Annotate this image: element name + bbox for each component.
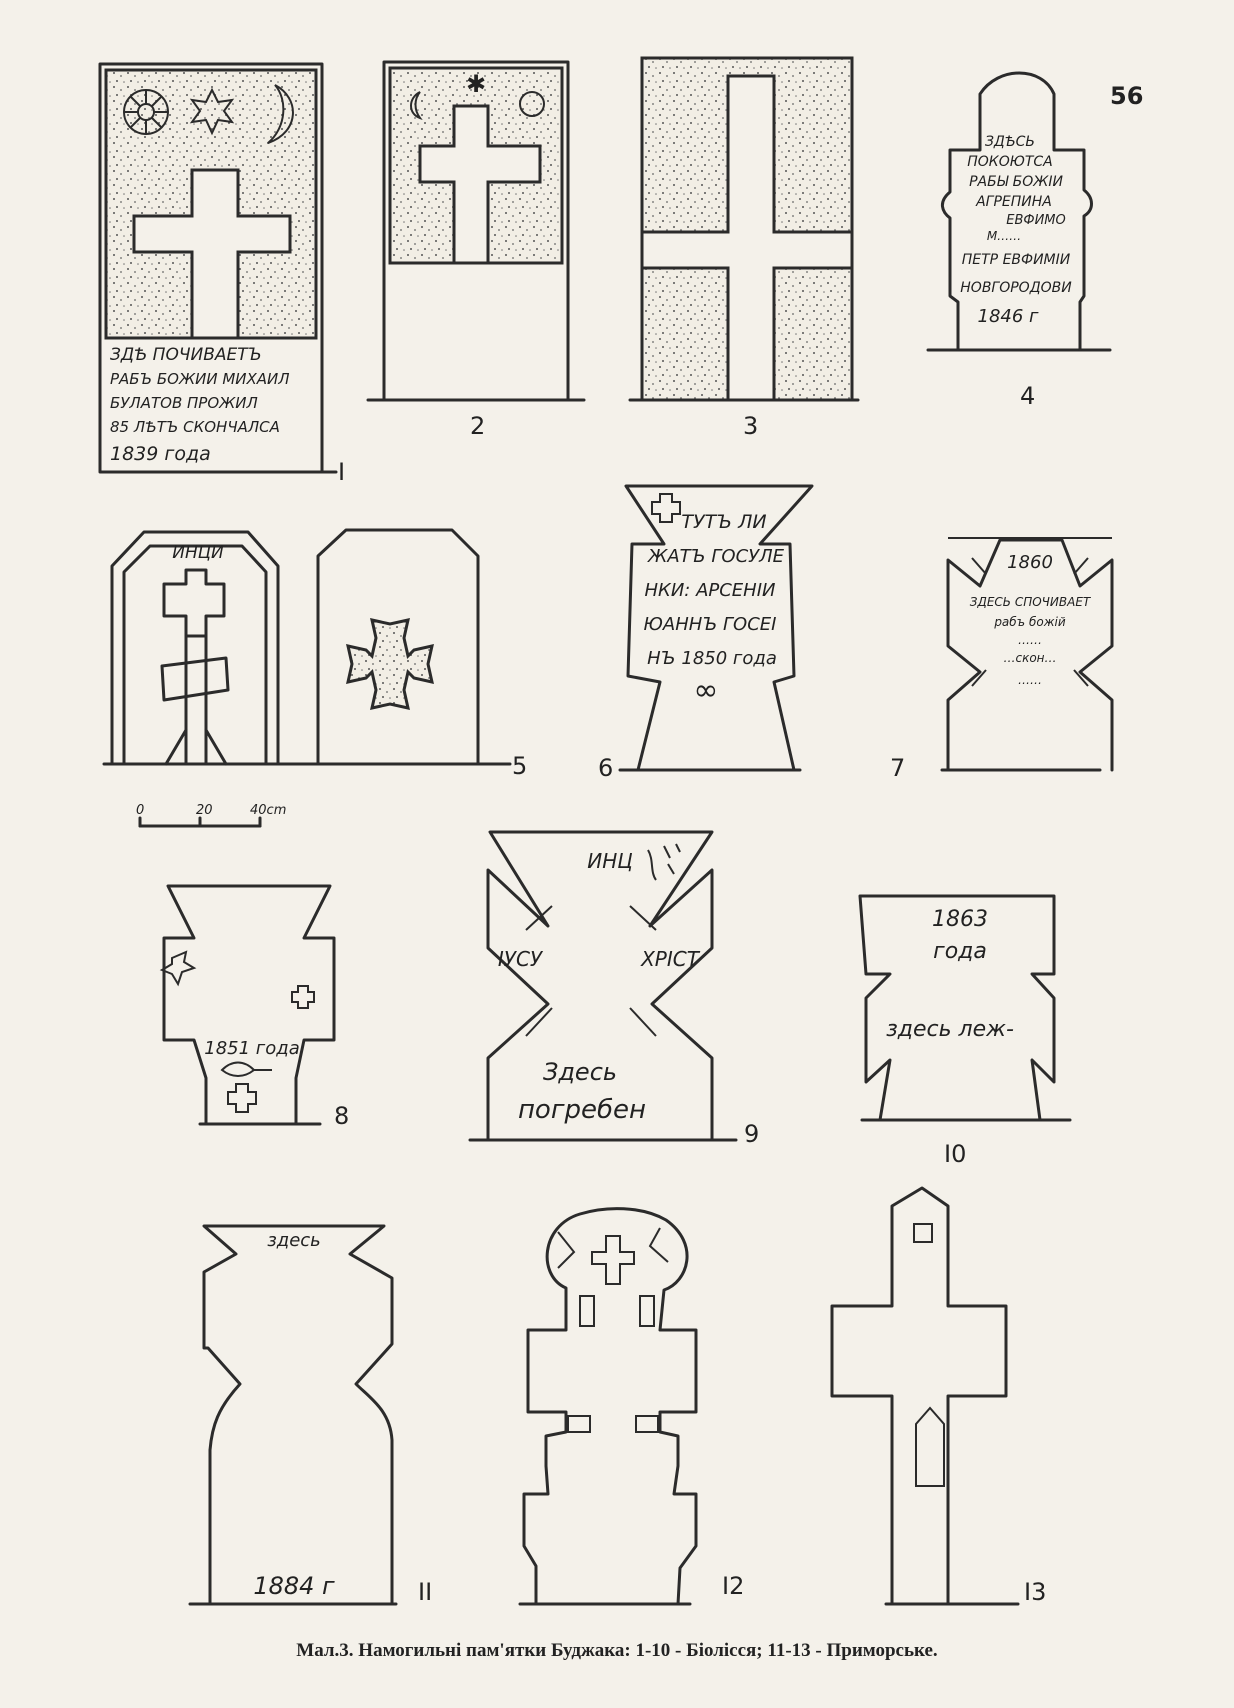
scale-zero: 0 — [136, 803, 144, 818]
figure-4: ЗДѢСЬ ПОКОЮТСА РАБЫ БОЖІИ АГРЕПИНА ЕВФИМ… — [926, 71, 1112, 410]
figure-12-label: I2 — [722, 1572, 744, 1600]
figure-8: 1851 года 8 — [159, 884, 349, 1130]
page-number: 56 — [1110, 82, 1143, 110]
sun-symbol — [123, 89, 169, 135]
inscription-4-line-3: РАБЫ БОЖІИ — [969, 174, 1063, 190]
inscription-10-line-3: здесь леж- — [886, 1017, 1014, 1042]
figure-7: 1860 ЗДЕСЬ СПОЧИВАЕТ рабъ божій …… …скон… — [890, 537, 1114, 782]
inscription-9-line-3: ХРІСТ — [640, 947, 701, 971]
inscription-7-line-4: …… — [1018, 633, 1042, 647]
inscription-4-line-8: НОВГОРОДОВИ — [960, 280, 1072, 296]
cross-symbol — [291, 985, 315, 1009]
inscription-4-line-2: ПОКОЮТСА — [967, 154, 1053, 170]
inscription-1-line-4: 85 ЛѢТЪ СКОНЧАЛСА — [110, 418, 280, 436]
inscription-6-line-2: ЖАТЪ ГОСУЛЕ — [647, 546, 785, 567]
figure-3-label: 3 — [743, 412, 758, 440]
inscription-1-line-3: БУЛАТОВ ПРОЖИЛ — [110, 394, 258, 412]
figure-13-label: I3 — [1024, 1578, 1046, 1606]
inscription-7-line-2: ЗДЕСЬ СПОЧИВАЕТ — [970, 595, 1092, 609]
figure-5: ИНЦИ 5 — [102, 528, 527, 780]
inscription-4-line-9: 1846 г — [978, 306, 1040, 327]
inscription-1-line-1: ЗДѢ ПОЧИВАЕТЪ — [110, 345, 262, 365]
figure-9: ИНЦ ІУСУ ХРІСТ Здесь погребен 9 — [468, 830, 759, 1148]
figure-1-label: I — [338, 458, 345, 486]
cross-symbol — [132, 168, 292, 340]
inscription-7-line-3: рабъ божій — [993, 615, 1066, 629]
cross-symbol — [418, 104, 542, 265]
inscription-9-line-1: ИНЦ — [587, 849, 633, 873]
cross-symbol — [159, 950, 197, 987]
figure-caption: Мал.3. Намогильні пам'ятки Буджака: 1-10… — [296, 1640, 937, 1661]
cross-symbol — [651, 493, 681, 523]
inscription-7-line-6: …… — [1018, 673, 1042, 687]
cross-symbol — [591, 1235, 635, 1285]
figure-1: ЗДѢ ПОЧИВАЕТЪ РАБЪ БОЖИИ МИХАИЛ БУЛАТОВ … — [98, 62, 345, 486]
moon-symbol — [519, 91, 545, 117]
inscription-9-line-5: погребен — [518, 1095, 646, 1125]
inscription-6-line-1: ТУТЪ ЛИ — [681, 511, 766, 533]
figure-2-label: 2 — [470, 412, 485, 440]
inscription-9-line-2: ІУСУ — [498, 947, 544, 971]
figure-13: I3 — [830, 1186, 1046, 1606]
scale-bar: 0 20 40cm — [136, 803, 286, 828]
inscription-6-line-5: НЪ 1850 года — [647, 648, 777, 669]
inscription-8: 1851 года — [204, 1038, 299, 1059]
figure-11: здесь 1884 г II — [188, 1224, 432, 1606]
cross-symbol — [346, 618, 434, 710]
inscription-7-line-5: …скон… — [1003, 651, 1056, 665]
cross-symbol — [640, 74, 854, 402]
inscription-6-line-3: НКИ: АРСЕНІИ — [645, 580, 776, 601]
figure-9-label: 9 — [744, 1120, 759, 1148]
figure-3: 3 — [628, 56, 860, 440]
inscription-10-line-1: 1863 — [932, 907, 988, 932]
inscription-5: ИНЦИ — [172, 543, 224, 563]
inscription-11-line-2: 1884 г — [253, 1572, 335, 1600]
cross-symbol — [227, 1083, 257, 1113]
inscription-4-line-5: ЕВФИМО — [1006, 213, 1066, 228]
figure-6: ТУТЪ ЛИ ЖАТЪ ГОСУЛЕ НКИ: АРСЕНІИ ЮАННЪ Г… — [598, 484, 814, 782]
figure-2: ✱ 2 — [366, 60, 586, 440]
inscription-1-line-2: РАБЪ БОЖИИ МИХАИЛ — [110, 370, 290, 388]
figure-8-label: 8 — [334, 1102, 349, 1130]
inscription-7-line-1: 1860 — [1007, 552, 1053, 573]
figure-5-label: 5 — [512, 752, 527, 780]
figure-12: I2 — [518, 1207, 744, 1606]
inscription-4-line-1: ЗДѢСЬ — [985, 134, 1035, 150]
figure-10: 1863 года здесь леж- I0 — [858, 894, 1072, 1168]
inscription-10-line-2: года — [933, 939, 987, 964]
scale-end: 40cm — [250, 803, 286, 818]
scale-mid: 20 — [196, 803, 213, 818]
figure-7-label: 7 — [890, 754, 905, 782]
star-symbol — [189, 87, 235, 136]
inscription-4-line-6: М…… — [987, 229, 1021, 243]
crescent-symbol — [410, 91, 423, 120]
inscription-6-line-4: ЮАННЪ ГОСЕІ — [644, 614, 777, 635]
inscription-4-line-4: АГРЕПИНА — [975, 194, 1052, 210]
inscription-6-line-6: ∞ — [694, 673, 719, 708]
asterisk-symbol: ✱ — [466, 70, 486, 98]
crescent-symbol — [267, 84, 294, 144]
figure-4-label: 4 — [1020, 382, 1035, 410]
figure-11-label: II — [418, 1578, 432, 1606]
inscription-11-line-1: здесь — [267, 1230, 321, 1251]
figure-6-label: 6 — [598, 754, 613, 782]
inscription-4-line-7: ПЕТР ЕВФИМІИ — [962, 252, 1071, 268]
inscription-9-line-4: Здесь — [543, 1058, 617, 1086]
inscription-1-line-5: 1839 года — [110, 443, 211, 465]
figure-10-label: I0 — [944, 1140, 966, 1168]
